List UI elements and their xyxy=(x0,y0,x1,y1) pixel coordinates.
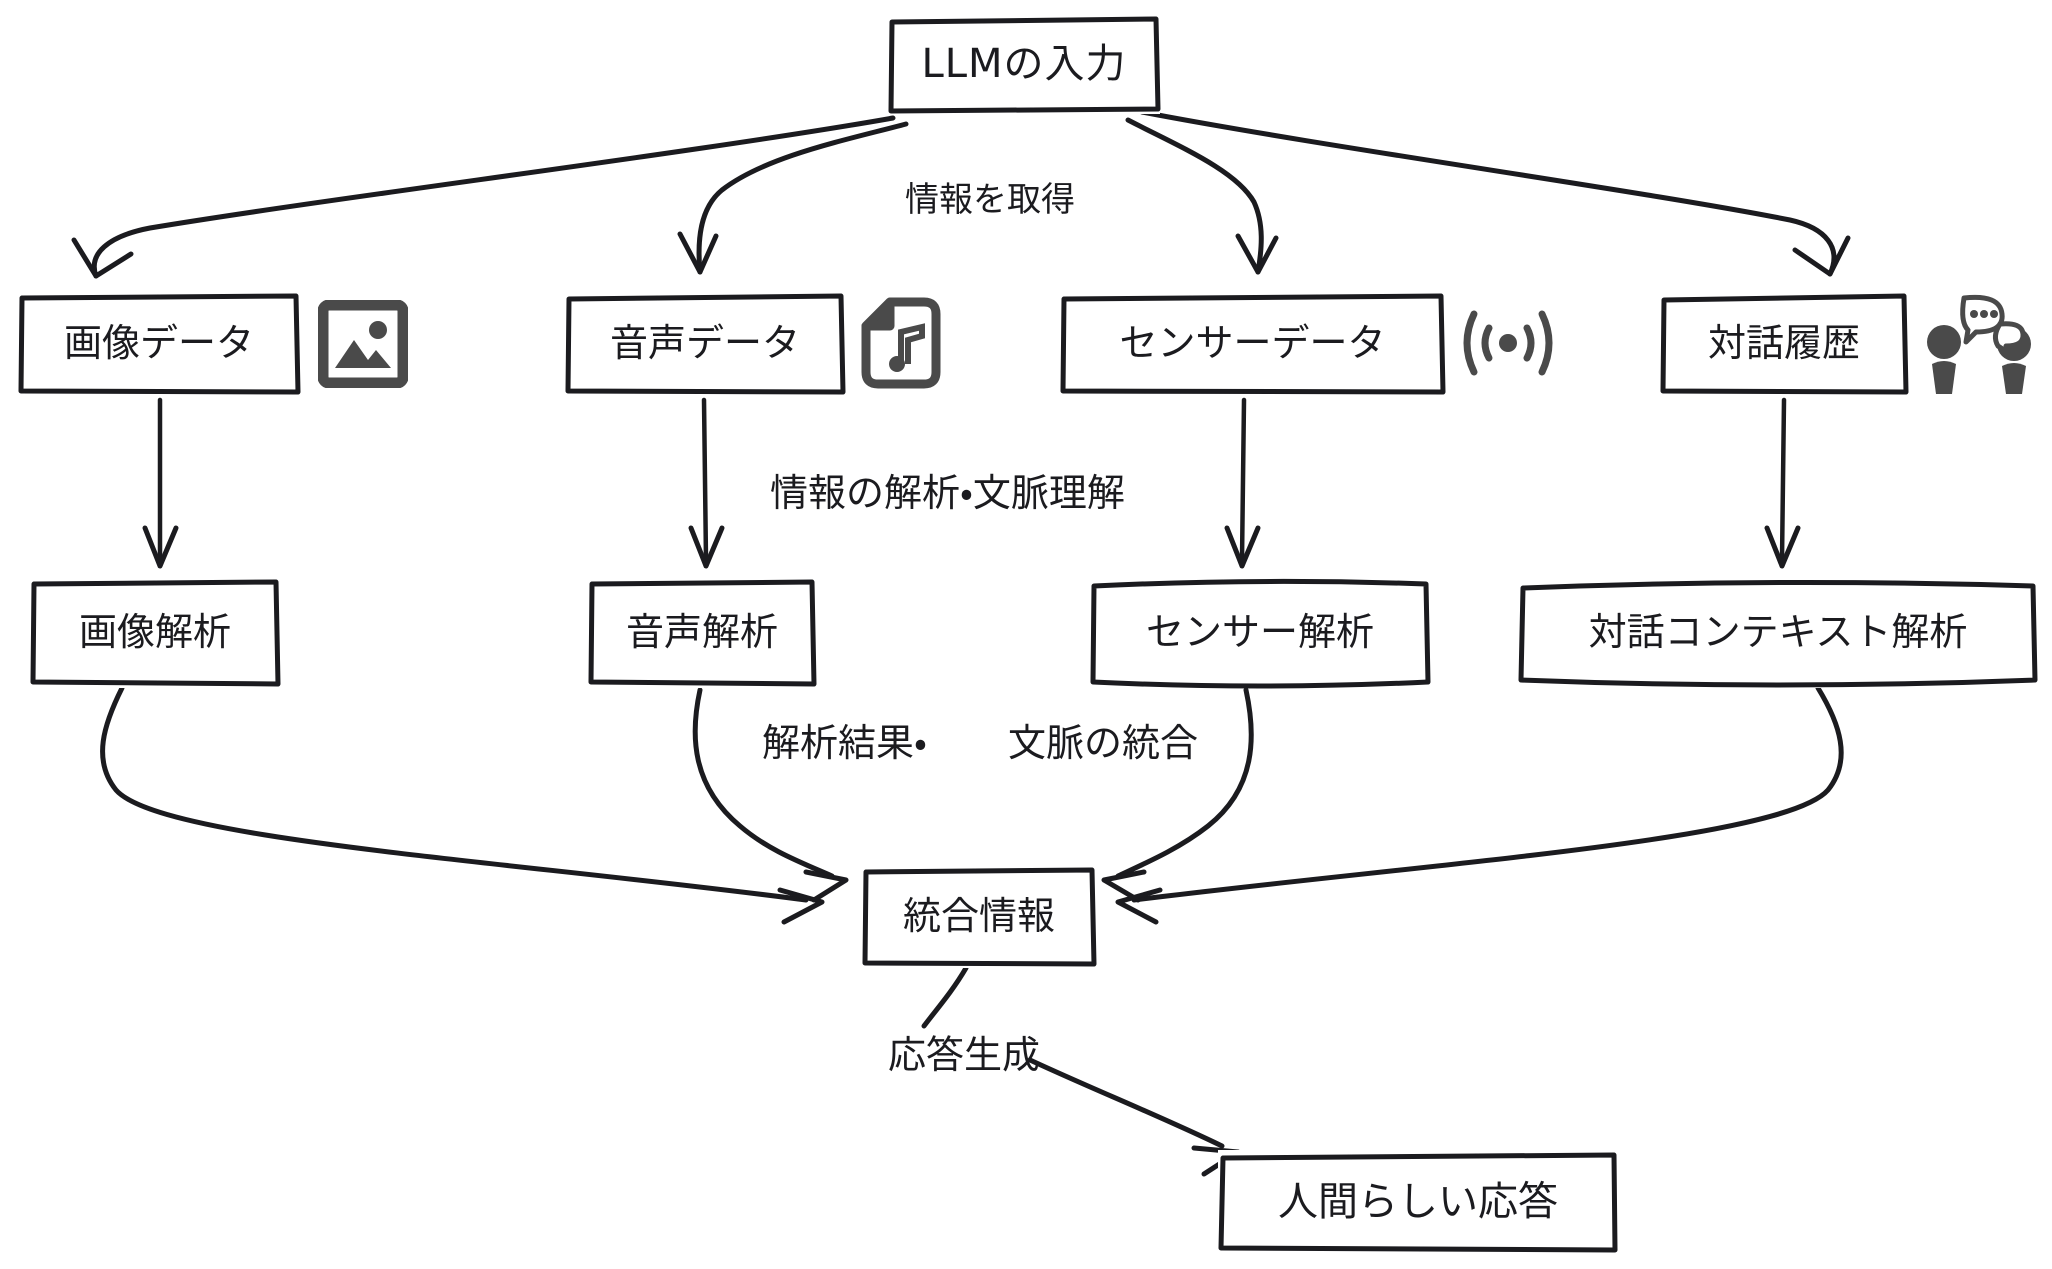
node-human-response-label: 人間らしい応答 xyxy=(1278,1179,1558,1225)
node-integrated-info-label: 統合情報 xyxy=(902,894,1055,939)
edge-llm-to-audio xyxy=(677,121,909,275)
edge-label-analyze: 情報の解析・文脈理解 xyxy=(770,471,1125,515)
node-context-analysis-label: 対話コンテキスト解析 xyxy=(1588,610,1968,655)
node-frame xyxy=(1518,579,2038,688)
node-audio-analysis[interactable]: 音声解析 xyxy=(588,578,817,688)
edge-label-integrate-right: 文脈の統合 xyxy=(1008,721,1199,765)
node-sensor-analysis-label: センサー解析 xyxy=(1145,610,1374,655)
edge-llm-to-dialogue xyxy=(1139,109,1851,277)
people-talking-icon xyxy=(1922,292,2034,396)
edge-imagedata-to-imageanalysis xyxy=(142,397,179,569)
edge-label-acquire: 情報を取得 xyxy=(905,180,1075,220)
node-frame xyxy=(1218,1152,1618,1253)
node-frame xyxy=(1060,293,1446,395)
node-sensor-data[interactable]: センサーデータ xyxy=(1060,292,1446,396)
node-llm-input[interactable]: LLMの入力 xyxy=(888,14,1161,114)
node-frame xyxy=(862,867,1097,967)
node-frame xyxy=(565,293,846,395)
edge-llm-to-image xyxy=(71,115,896,279)
node-dialogue-history-label: 対話履歴 xyxy=(1707,321,1860,366)
edge-label-generate: 応答生成 xyxy=(888,1033,1041,1077)
node-sensor-analysis[interactable]: センサー解析 xyxy=(1090,578,1431,689)
node-audio-data-label: 音声データ xyxy=(609,321,800,366)
node-context-analysis[interactable]: 対話コンテキスト解析 xyxy=(1518,578,2038,688)
edge-llm-to-sensor xyxy=(1125,117,1279,275)
node-image-analysis[interactable]: 画像解析 xyxy=(30,578,281,688)
edge-sensordata-to-sensoranalysis xyxy=(1224,397,1261,569)
node-frame xyxy=(888,16,1161,114)
node-frame xyxy=(18,293,301,395)
edge-imageanalysis-to-integrated xyxy=(100,685,825,925)
edge-contextanalysis-to-integrated xyxy=(1115,685,1844,925)
node-audio-data[interactable]: 音声データ xyxy=(565,292,846,396)
edge-dialogue-to-contextanalysis xyxy=(1764,397,1801,569)
wireless-signal-icon xyxy=(1455,300,1561,386)
node-dialogue-history[interactable]: 対話履歴 xyxy=(1660,292,1909,396)
node-audio-analysis-label: 音声解析 xyxy=(625,610,778,655)
node-frame xyxy=(588,579,817,687)
node-llm-input-label: LLMの入力 xyxy=(921,41,1127,87)
node-image-data[interactable]: 画像データ xyxy=(18,292,301,396)
audio-file-icon xyxy=(860,296,942,390)
node-image-analysis-label: 画像解析 xyxy=(78,610,231,655)
node-sensor-data-label: センサーデータ xyxy=(1119,321,1386,366)
node-human-response[interactable]: 人間らしい応答 xyxy=(1218,1150,1618,1254)
node-image-data-label: 画像データ xyxy=(63,321,254,366)
node-frame xyxy=(1090,578,1431,689)
node-frame xyxy=(30,579,281,687)
edge-label-integrate-left: 解析結果・ xyxy=(762,721,927,765)
edge-audiodata-to-audioanalysis xyxy=(688,397,725,569)
image-icon xyxy=(318,300,408,388)
node-frame xyxy=(1660,293,1909,395)
node-integrated-info[interactable]: 統合情報 xyxy=(862,866,1097,968)
